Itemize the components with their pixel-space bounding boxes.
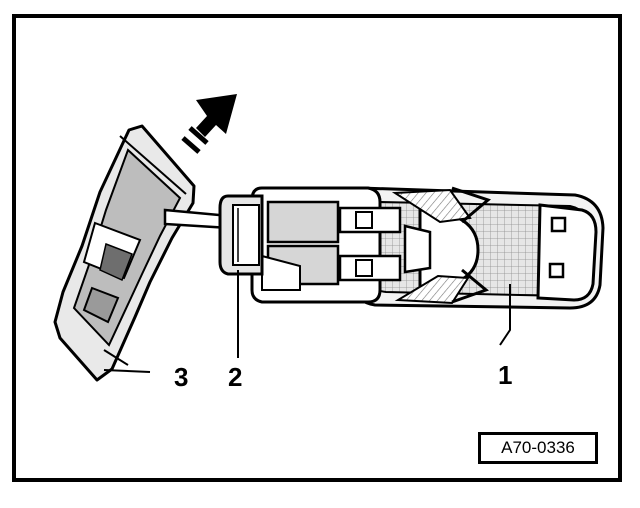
trim-housing (53, 124, 196, 382)
leader-lines (103, 270, 511, 373)
callout-1: 1 (498, 360, 513, 390)
pull-direction-arrow (181, 94, 237, 154)
connector-body (250, 186, 402, 304)
callout-3: 3 (174, 362, 189, 392)
reference-code-box: A70-0336 (478, 432, 598, 464)
callout-2: 2 (228, 362, 243, 392)
bulb-holder (391, 186, 492, 305)
plug-connector (218, 194, 264, 276)
reference-code: A70-0336 (501, 438, 575, 457)
